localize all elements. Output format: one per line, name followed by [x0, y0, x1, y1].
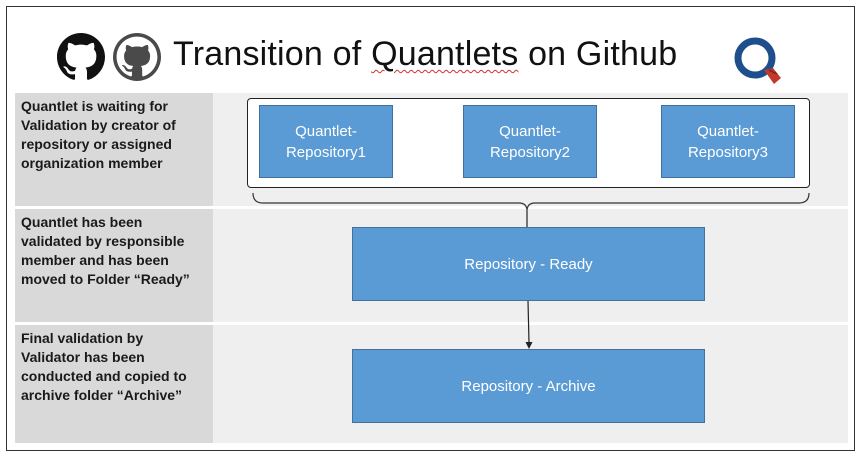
- repository-ready-box: Repository - Ready: [352, 227, 705, 301]
- quantlet-repository-3-box: Quantlet-Repository3: [661, 105, 795, 178]
- title-underlined-word: Quantlets: [371, 35, 519, 73]
- quantlet-q-logo-icon: [734, 37, 781, 84]
- page-title: Transition of Quantlets on Github: [173, 35, 677, 74]
- group-brace: [252, 192, 810, 212]
- stage-label: Final validation by Validator has been c…: [15, 325, 213, 443]
- arrowhead: [525, 342, 533, 349]
- slide-frame: Transition of Quantlets on Github Quantl…: [6, 6, 855, 451]
- github-octocat-icon: [113, 33, 161, 81]
- github-octocat-icon: [57, 33, 105, 80]
- ready-to-archive-arrow: [527, 300, 530, 344]
- title-suffix: on Github: [518, 35, 678, 73]
- stage-label: Quantlet is waiting for Validation by cr…: [15, 93, 213, 206]
- connector-lines: [252, 192, 810, 349]
- title-prefix: Transition of: [173, 35, 372, 73]
- quantlet-repository-1-box: Quantlet-Repository1: [259, 105, 393, 178]
- quantlet-repository-2-box: Quantlet-Repository2: [463, 105, 597, 178]
- header: Transition of Quantlets on Github: [7, 7, 854, 95]
- repository-archive-box: Repository - Archive: [352, 349, 705, 423]
- stage-label: Quantlet has been validated by responsib…: [15, 209, 213, 322]
